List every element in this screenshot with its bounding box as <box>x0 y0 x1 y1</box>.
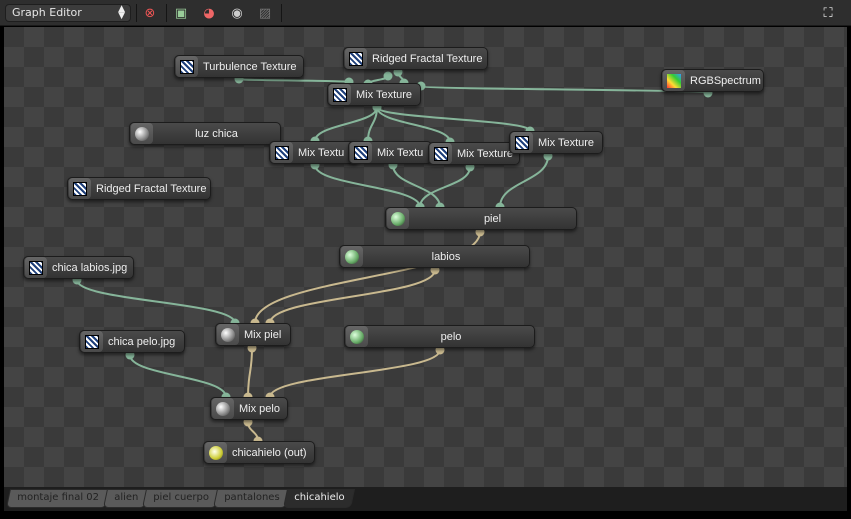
tab-chicahielo[interactable]: chicahielo <box>283 489 356 508</box>
sphere-preview-icon[interactable]: ◉ <box>231 5 243 21</box>
node-ridged-fractal-left[interactable]: Ridged Fractal Texture <box>67 177 211 200</box>
texture-icon <box>176 56 198 77</box>
node-mix-texture-d[interactable]: Mix Texture <box>509 131 603 154</box>
node-pelo[interactable]: pelo <box>344 325 535 348</box>
node-label: labios <box>431 250 461 263</box>
node-piel[interactable]: piel <box>385 207 577 230</box>
node-link <box>247 347 253 398</box>
node-ridged-fractal-top[interactable]: Ridged Fractal Texture <box>343 47 488 70</box>
material-icon <box>212 398 234 419</box>
tab-label: chicahielo <box>294 492 345 503</box>
texture-icon <box>271 142 293 163</box>
node-luz-chica[interactable]: luz chica <box>129 122 281 145</box>
node-label: pelo <box>440 330 462 343</box>
node-label: piel <box>483 212 502 225</box>
updown-arrows-icon: ▲▼ <box>118 4 125 21</box>
node-link <box>314 106 378 142</box>
tab-label: montaje final 02 <box>17 492 100 503</box>
material-icon <box>387 208 409 229</box>
node-label: Mix piel <box>244 328 282 341</box>
node-link <box>392 164 441 208</box>
node-link <box>76 279 236 324</box>
editor-type-dropdown[interactable]: Graph Editor ▲▼ <box>5 4 131 22</box>
node-link <box>419 166 471 208</box>
cancel-render-icon[interactable]: ⊗ <box>144 5 156 21</box>
material-icon <box>217 324 239 345</box>
node-mix-texture-b[interactable]: Mix Textu <box>348 141 432 164</box>
node-label: Turbulence Texture <box>203 60 297 73</box>
tab-label: pantalones <box>224 492 280 503</box>
node-label: Mix Texture <box>538 136 595 149</box>
texture-icon <box>69 178 91 199</box>
node-mix-piel[interactable]: Mix piel <box>215 323 291 346</box>
editor-type-label: Graph Editor <box>12 6 82 19</box>
node-chicahielo-out[interactable]: chicahielo (out) <box>203 441 315 464</box>
material-icon <box>341 246 363 267</box>
divider <box>281 4 282 22</box>
node-labios[interactable]: labios <box>339 245 530 268</box>
node-link <box>314 164 421 208</box>
node-rgbspectrum[interactable]: RGBSpectrum <box>661 69 764 92</box>
node-link <box>129 354 227 398</box>
node-link <box>376 106 451 143</box>
node-link <box>376 106 531 132</box>
texture-icon <box>25 257 47 278</box>
node-link <box>238 78 350 83</box>
node-mix-texture-a[interactable]: Mix Textu <box>269 141 359 164</box>
texture-icon <box>329 84 351 105</box>
light-icon <box>131 123 153 144</box>
node-link <box>367 106 378 142</box>
fullscreen-icon[interactable]: ⛶ <box>823 5 833 21</box>
node-label: Ridged Fractal Texture <box>372 52 483 65</box>
texture-icon <box>81 331 103 352</box>
socket[interactable] <box>383 71 393 81</box>
material-icon <box>346 326 368 347</box>
texture-icon <box>511 132 533 153</box>
graph-tabs: montaje final 02 alien piel cuerpo panta… <box>5 489 356 509</box>
material-preview-icon[interactable]: ◕ <box>203 5 215 21</box>
node-turbulence-texture[interactable]: Turbulence Texture <box>174 55 304 78</box>
node-label: RGBSpectrum <box>690 74 761 87</box>
node-link <box>499 155 549 208</box>
node-mix-texture-c[interactable]: Mix Texture <box>428 142 520 165</box>
render-image-icon[interactable]: ▣ <box>174 5 188 21</box>
divider <box>166 4 167 22</box>
node-label: Mix Textu <box>377 146 424 159</box>
tab-label: piel cuerpo <box>153 492 210 503</box>
node-label: Mix Textu <box>298 146 345 159</box>
node-label: Mix Texture <box>457 147 514 160</box>
node-label: luz chica <box>195 127 238 140</box>
texture-preview-icon[interactable]: ▨ <box>258 5 272 21</box>
texture-icon <box>350 142 372 163</box>
texture-icon <box>430 143 452 164</box>
tab-piel-cuerpo[interactable]: piel cuerpo <box>141 489 220 508</box>
node-label: Ridged Fractal Texture <box>96 182 207 195</box>
tab-pantalones[interactable]: pantalones <box>212 489 291 508</box>
node-label: chica pelo.jpg <box>108 335 176 348</box>
divider <box>136 4 137 22</box>
node-link <box>269 349 441 398</box>
node-label: chicahielo (out) <box>232 446 307 459</box>
node-mix-texture-top[interactable]: Mix Texture <box>327 83 421 106</box>
node-label: Mix pelo <box>239 402 280 415</box>
texture-icon <box>345 48 367 69</box>
node-label: Mix Texture <box>356 88 413 101</box>
output-icon <box>205 442 227 463</box>
node-label: chica labios.jpg <box>52 261 128 274</box>
tab-montaje-final-02[interactable]: montaje final 02 <box>5 489 110 508</box>
node-graph-canvas[interactable]: Turbulence Texture Ridged Fractal Textur… <box>4 27 847 487</box>
tab-label: alien <box>114 492 139 503</box>
node-chica-labios-jpg[interactable]: chica labios.jpg <box>23 256 134 279</box>
header-bar: Graph Editor ▲▼ ⊗ ▣ ◕ ◉ ▨ ⛶ <box>0 0 851 26</box>
node-chica-pelo-jpg[interactable]: chica pelo.jpg <box>79 330 185 353</box>
node-mix-pelo[interactable]: Mix pelo <box>210 397 288 420</box>
spectrum-icon <box>663 70 685 91</box>
node-link <box>269 269 436 324</box>
